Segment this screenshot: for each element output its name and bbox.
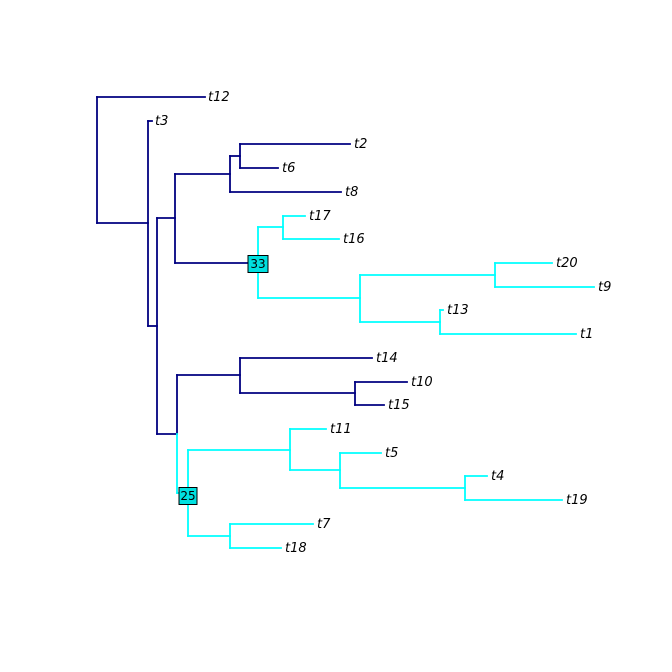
tip-label-t2: t2 xyxy=(354,137,367,152)
tip-label-t4: t4 xyxy=(491,469,504,484)
tip-label-t14: t14 xyxy=(376,351,398,366)
node-label-33: 33 xyxy=(250,257,265,271)
tip-label-t19: t19 xyxy=(566,493,588,508)
tip-label-t13: t13 xyxy=(447,303,469,318)
tip-label-t18: t18 xyxy=(285,541,307,556)
tip-label-t9: t9 xyxy=(598,280,611,295)
tip-label-t10: t10 xyxy=(411,375,433,390)
tip-label-t20: t20 xyxy=(556,256,578,271)
tip-label-t6: t6 xyxy=(282,161,295,176)
node-label-box-25 xyxy=(178,487,198,505)
tip-label-t7: t7 xyxy=(317,517,331,532)
node-label-box-33 xyxy=(247,255,269,273)
tip-label-t16: t16 xyxy=(343,232,365,247)
tip-label-t1: t1 xyxy=(580,327,593,342)
tip-label-t15: t15 xyxy=(388,398,410,413)
tip-label-t12: t12 xyxy=(208,90,230,105)
tip-label-t8: t8 xyxy=(345,185,358,200)
tip-label-t5: t5 xyxy=(385,446,398,461)
tip-label-t3: t3 xyxy=(155,114,168,129)
tip-label-t17: t17 xyxy=(309,209,331,224)
tip-label-t11: t11 xyxy=(330,422,352,437)
node-label-25: 25 xyxy=(180,489,195,503)
